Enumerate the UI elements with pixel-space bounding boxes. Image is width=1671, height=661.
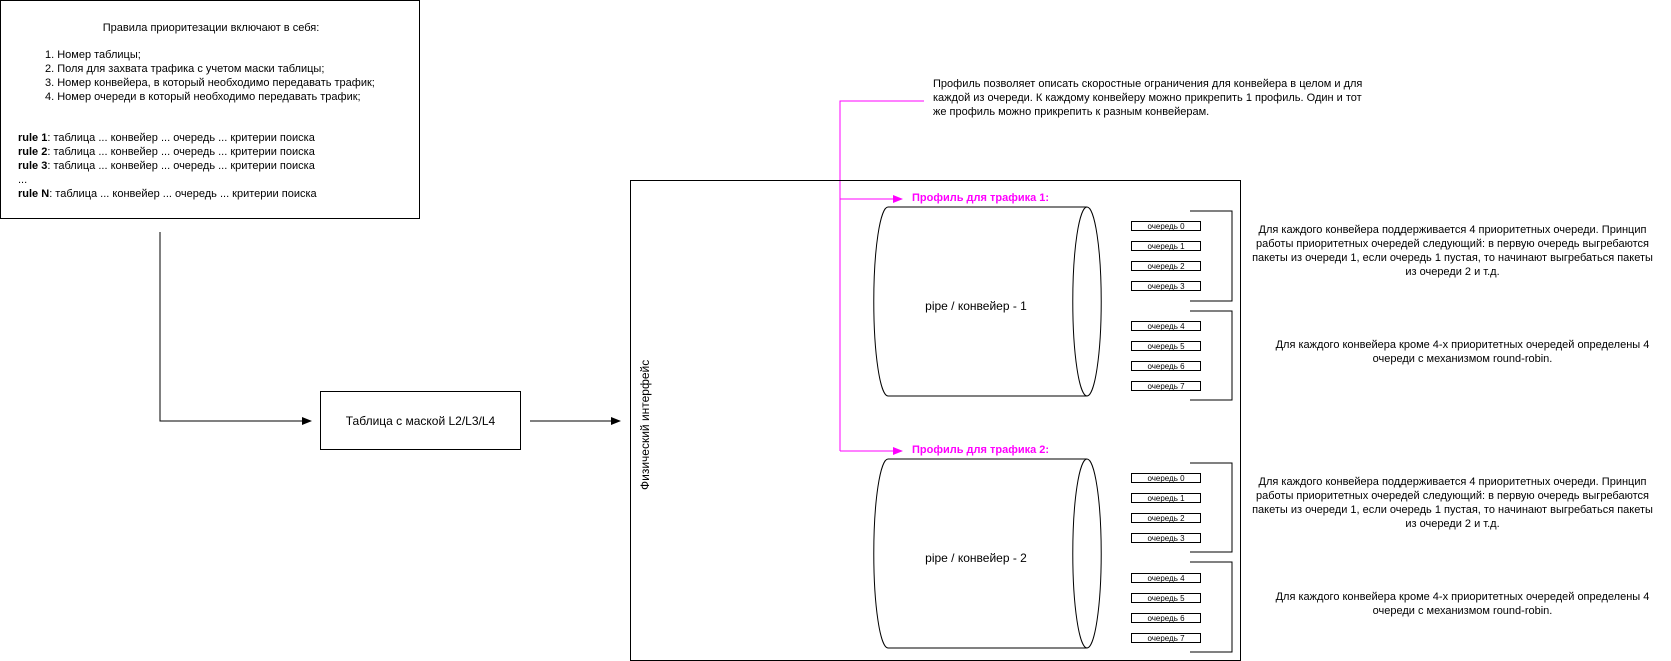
queue-box: очередь 2 xyxy=(1131,261,1201,271)
pipe-label-1: pipe / конвейер - 1 xyxy=(925,299,1027,313)
queue-box: очередь 6 xyxy=(1131,613,1201,623)
profile-label-2: Профиль для трафика 2: xyxy=(912,444,1050,456)
queue-box: очередь 1 xyxy=(1131,241,1201,251)
queue-box: очередь 2 xyxy=(1131,513,1201,523)
queue-box: очередь 7 xyxy=(1131,633,1201,643)
queue-box: очередь 3 xyxy=(1131,533,1201,543)
rules-title: Правила приоритезации включают в себя: xyxy=(102,22,320,34)
rules-box: Правила приоритезации включают в себя: 1… xyxy=(0,0,420,219)
physical-interface-box xyxy=(630,180,1241,661)
bracket-priority-2 xyxy=(1190,462,1233,553)
rule-line: rule 1: таблица ... конвейер ... очередь… xyxy=(18,132,315,144)
queue-box: очередь 5 xyxy=(1131,593,1201,603)
pipe-2-cylinder xyxy=(873,458,1102,649)
rules-lines: rule 1: таблица ... конвейер ... очередь… xyxy=(18,131,317,201)
queue-box: очередь 1 xyxy=(1131,493,1201,503)
priority-note-1: Для каждого конвейера поддерживается 4 п… xyxy=(1252,224,1653,278)
queue-box: очередь 5 xyxy=(1131,341,1201,351)
bracket-priority-1 xyxy=(1190,210,1233,302)
connector-profile-note xyxy=(839,100,924,451)
queue-box: очередь 7 xyxy=(1131,381,1201,391)
table-mask-box: Таблица с маской L2/L3/L4 xyxy=(320,391,521,450)
bracket-rr-2 xyxy=(1190,561,1233,653)
rules-item: 1. Номер таблицы; xyxy=(45,49,141,61)
rules-item: 3. Номер конвейера, в который необходимо… xyxy=(45,77,375,89)
queue-box: очередь 4 xyxy=(1131,573,1201,583)
rr-note-1: Для каждого конвейера кроме 4-х приорите… xyxy=(1275,339,1650,365)
rule-line: rule 3: таблица ... конвейер ... очередь… xyxy=(18,160,315,172)
queue-box: очередь 4 xyxy=(1131,321,1201,331)
rr-note-2: Для каждого конвейера кроме 4-х приорите… xyxy=(1275,591,1650,617)
rule-line: rule 2: таблица ... конвейер ... очередь… xyxy=(18,146,315,158)
table-mask-label: Таблица с маской L2/L3/L4 xyxy=(345,413,496,428)
queue-box: очередь 0 xyxy=(1131,221,1201,231)
connector-rules-to-table xyxy=(159,232,312,425)
rule-line: rule N: таблица ... конвейер ... очередь… xyxy=(18,188,317,200)
profile-note: Профиль позволяет описать скоростные огр… xyxy=(933,78,1363,118)
queue-box: очередь 6 xyxy=(1131,361,1201,371)
rule-line: ... xyxy=(18,174,28,186)
queue-box: очередь 0 xyxy=(1131,473,1201,483)
rules-items: 1. Номер таблицы; 2. Поля для захвата тр… xyxy=(45,48,375,104)
queue-box: очередь 3 xyxy=(1131,281,1201,291)
bracket-rr-1 xyxy=(1190,310,1233,401)
priority-note-2: Для каждого конвейера поддерживается 4 п… xyxy=(1252,476,1653,530)
pipe-label-2: pipe / конвейер - 2 xyxy=(925,551,1027,565)
rules-item: 4. Номер очереди в который необходимо пе… xyxy=(45,91,361,103)
profile-label-1: Профиль для трафика 1: xyxy=(912,192,1050,204)
pipe-1-cylinder xyxy=(873,206,1102,397)
physical-interface-label: Физический интерфейс xyxy=(638,359,652,490)
rules-item: 2. Поля для захвата трафика с учетом мас… xyxy=(45,63,325,75)
